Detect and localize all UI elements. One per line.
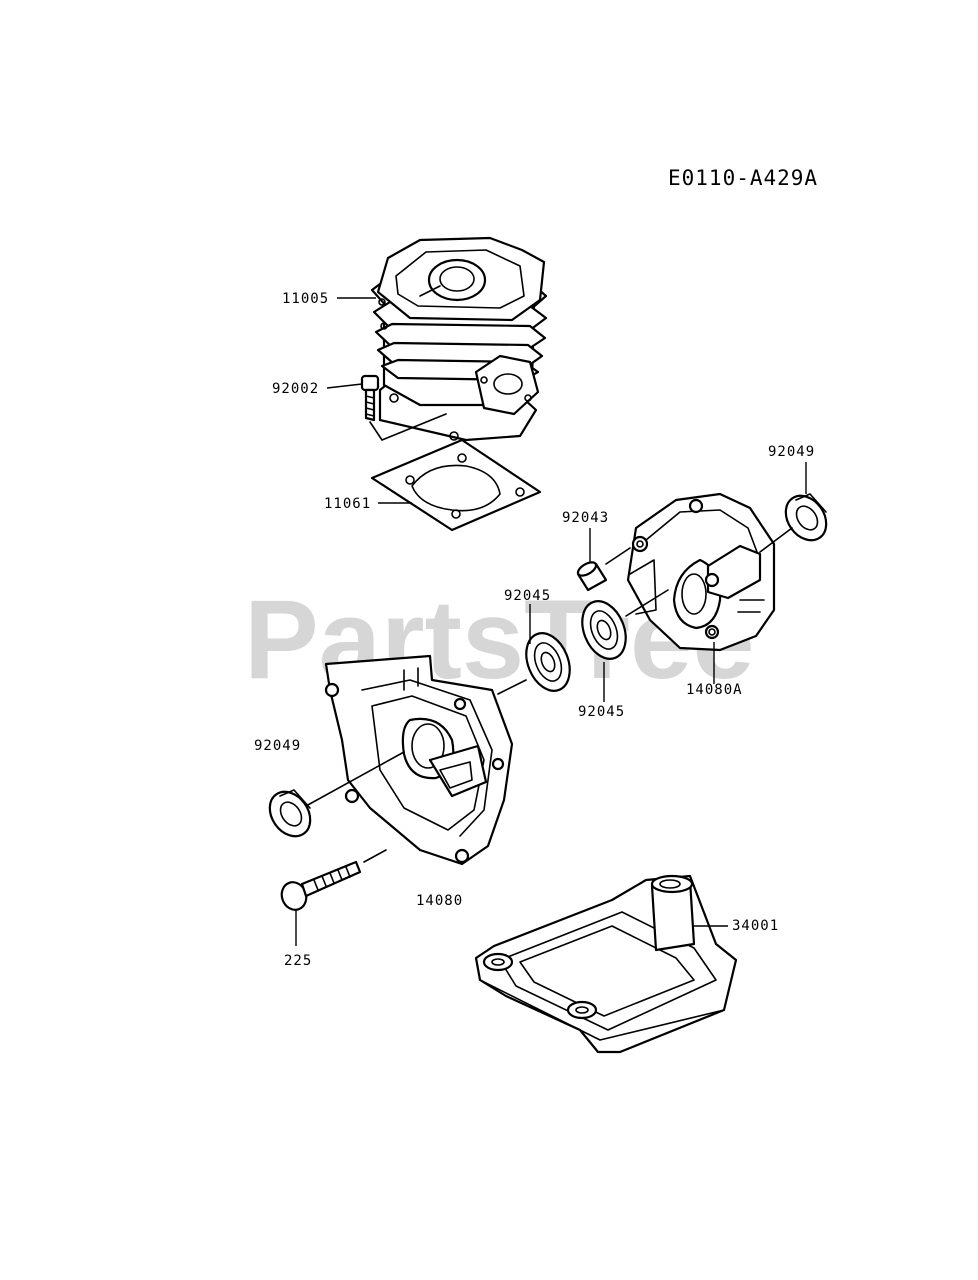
callout-cylinder-gasket[interactable]: 11061 [324, 496, 371, 512]
callout-cylinder[interactable]: 11005 [282, 291, 329, 307]
callout-oil-seal-left[interactable]: 92049 [254, 738, 301, 754]
cylinder-gasket-part[interactable] [370, 438, 542, 532]
callout-crankcase-left[interactable]: 14080 [416, 893, 463, 909]
callout-crankcase-right[interactable]: 14080A [686, 682, 743, 698]
cylinder-bolt-part[interactable] [360, 374, 380, 422]
bearing-right-part[interactable] [574, 595, 634, 666]
diagram-code: E0110-A429A [668, 166, 818, 190]
leader-cylinder-bolt [326, 383, 363, 389]
crankcase-right-part[interactable] [626, 492, 776, 652]
callout-pin[interactable]: 92043 [562, 510, 609, 526]
cylinder-part[interactable] [370, 236, 548, 442]
oil-seal-left-part[interactable] [261, 784, 318, 844]
callout-tank-cover[interactable]: 34001 [732, 918, 779, 934]
oil-seal-right-part[interactable] [777, 488, 834, 548]
callout-bearing-left[interactable]: 92045 [504, 588, 551, 604]
bearing-left-part[interactable] [518, 627, 578, 698]
callout-cylinder-bolt[interactable]: 92002 [272, 381, 319, 397]
pin-part[interactable] [576, 560, 608, 592]
callout-bearing-right[interactable]: 92045 [578, 704, 625, 720]
callout-oil-seal-right[interactable]: 92049 [768, 444, 815, 460]
crankcase-left-part[interactable] [324, 654, 514, 866]
tank-cover-part[interactable] [474, 874, 738, 1054]
callout-case-bolt[interactable]: 225 [284, 953, 312, 969]
case-bolt-part[interactable] [278, 860, 362, 913]
